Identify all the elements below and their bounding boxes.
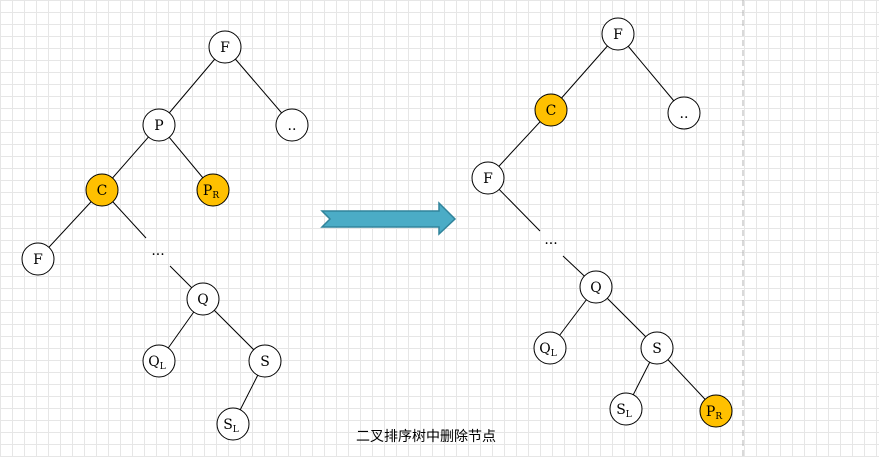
svg-text:C: C (546, 103, 557, 119)
svg-text:F: F (483, 171, 493, 187)
node-ql: QL (533, 331, 567, 365)
node-s: S (640, 331, 674, 365)
edge-f-p (158, 46, 226, 126)
node-ql: QL (142, 344, 176, 378)
before-tree-nodes: F P .. C PR F ... Q QL (21, 30, 309, 441)
svg-text:P: P (154, 118, 163, 134)
node-f-root: F (208, 30, 242, 64)
node-f-root: F (601, 17, 635, 51)
diagram-caption: 二叉排序树中删除节点 (356, 429, 496, 445)
svg-text:F: F (220, 40, 230, 56)
node-ellipsis: .. (667, 96, 701, 130)
node-f-leaf: F (21, 242, 55, 276)
node-p: P (142, 108, 176, 142)
svg-text:F: F (613, 27, 623, 43)
node-f-leaf: F (471, 161, 505, 195)
node-pr-highlighted: PR (699, 394, 733, 428)
ellipsis-path-marker: ... (544, 232, 557, 248)
svg-text:..: .. (680, 106, 689, 122)
svg-text:S: S (652, 341, 662, 357)
after-tree-nodes: F C .. F ... Q QL S SL (471, 17, 733, 428)
edge-f-c (550, 33, 619, 111)
node-q: Q (579, 270, 613, 304)
svg-text:QL: QL (148, 354, 165, 372)
svg-text:Q: Q (590, 280, 601, 296)
node-c-highlighted: C (85, 173, 119, 207)
svg-text:F: F (33, 252, 43, 268)
node-sl: SL (609, 392, 643, 426)
edge-f-more (224, 46, 293, 126)
svg-text:Q: Q (197, 292, 208, 308)
svg-text:SL: SL (223, 417, 239, 435)
node-s: S (248, 344, 282, 378)
svg-text:PR: PR (203, 183, 219, 201)
node-ellipsis: .. (275, 108, 309, 142)
svg-text:QL: QL (539, 341, 556, 359)
svg-text:PR: PR (706, 404, 722, 422)
node-pr-highlighted: PR (196, 173, 230, 207)
svg-text:..: .. (288, 118, 297, 134)
ellipsis-path-marker: ... (151, 243, 164, 259)
transform-arrow (320, 201, 457, 236)
after-tree-edges (487, 33, 717, 412)
svg-text:S: S (260, 354, 270, 370)
node-q: Q (186, 282, 220, 316)
node-sl: SL (216, 407, 250, 441)
svg-text:SL: SL (616, 402, 632, 420)
svg-text:C: C (97, 183, 108, 199)
node-c-highlighted: C (534, 93, 568, 127)
edge-f-more (617, 33, 685, 114)
